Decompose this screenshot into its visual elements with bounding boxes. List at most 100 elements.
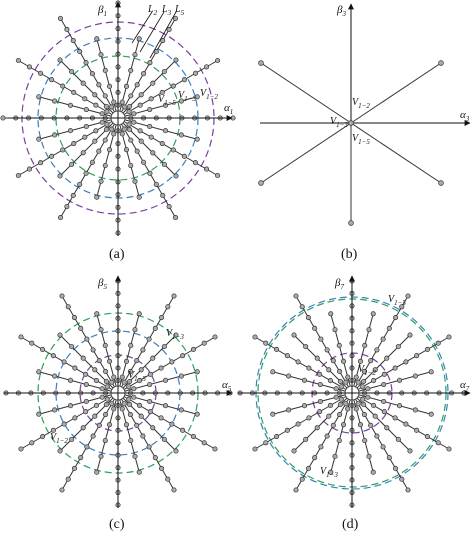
spoke-line — [330, 392, 353, 473]
spoke-line — [351, 392, 432, 415]
vector-node — [141, 159, 147, 165]
x-axis-label: α7 — [460, 379, 470, 393]
vector-node — [96, 358, 102, 364]
vector-node — [137, 128, 143, 134]
spoke-line — [96, 38, 119, 119]
vector-node — [99, 111, 105, 117]
vector-node — [291, 332, 297, 338]
spoke-line — [59, 117, 119, 177]
vector-node — [106, 358, 113, 364]
y-axis-label: β7 — [334, 277, 344, 291]
vector-node — [138, 413, 144, 419]
vector-label-v15: V1−5 — [128, 370, 146, 383]
vector-node — [15, 172, 21, 179]
vector-node — [361, 368, 367, 374]
vector-node — [336, 342, 342, 349]
vector-node — [96, 422, 102, 428]
vector-node — [52, 132, 58, 138]
vector-node — [128, 437, 134, 444]
vector-node — [147, 60, 153, 66]
vector-node — [138, 92, 144, 98]
vector-node — [412, 407, 418, 413]
spoke-line — [117, 392, 216, 450]
vector-node — [165, 304, 171, 310]
vector-node — [215, 57, 221, 64]
vector-node — [147, 123, 153, 130]
vector-node — [284, 427, 290, 433]
leader-line-l3 — [139, 11, 165, 53]
vector-node — [181, 153, 187, 159]
vector-node — [203, 64, 210, 70]
vector-node — [57, 332, 63, 338]
vector-node — [201, 440, 207, 446]
spoke-line — [20, 392, 119, 450]
vector-node — [171, 487, 177, 493]
vector-node — [136, 469, 142, 475]
vector-node — [52, 373, 58, 379]
spoke-line — [254, 336, 353, 394]
vector-node — [345, 374, 351, 380]
vector-node — [372, 413, 378, 419]
vector-node — [137, 378, 143, 384]
spoke-line — [60, 18, 119, 119]
vector-node — [83, 409, 89, 415]
vector-node — [258, 60, 264, 66]
vector-node — [270, 369, 276, 375]
spoke-line — [61, 295, 119, 394]
vector-node — [136, 36, 142, 42]
vector-node — [83, 371, 89, 377]
vector-line — [350, 122, 442, 184]
y-axis-label: β1 — [97, 4, 107, 18]
vector-node — [83, 106, 89, 113]
vector-node — [324, 347, 330, 353]
vector-node — [111, 131, 117, 137]
vector-node — [40, 434, 46, 440]
vector-label-v13: V1−3 — [330, 116, 348, 129]
vector-node — [159, 315, 165, 321]
spoke-line — [351, 371, 432, 394]
vector-node — [173, 173, 179, 179]
vector-node — [172, 215, 179, 221]
vector-node — [96, 82, 102, 88]
vector-node — [160, 192, 166, 199]
vector-node — [318, 444, 324, 450]
vector-node — [119, 374, 125, 380]
vector-node — [180, 427, 186, 433]
vector-node — [57, 448, 63, 454]
vector-node — [424, 346, 430, 352]
vector-node — [137, 102, 143, 108]
vector-node — [162, 102, 169, 108]
vector-node — [136, 194, 142, 200]
vector-node — [412, 373, 418, 379]
vector-node — [98, 327, 104, 333]
vector-node — [102, 137, 108, 143]
vector-node — [428, 369, 434, 375]
vector-node — [37, 70, 44, 76]
vector-node — [72, 415, 78, 421]
vector-node — [127, 412, 133, 418]
vector-node — [312, 325, 318, 331]
vector-node — [50, 353, 56, 359]
vector-node — [128, 162, 134, 169]
vector-node — [336, 437, 342, 444]
vector-node — [192, 70, 199, 76]
vector-node — [109, 401, 115, 407]
vector-node — [126, 396, 132, 402]
vector-label-v12: V1−2 — [50, 432, 68, 445]
vector-node — [83, 60, 89, 66]
vector-node — [18, 446, 24, 452]
vector-node — [70, 192, 76, 199]
vector-node — [381, 371, 387, 377]
vector-node — [192, 160, 199, 166]
vector-node — [194, 369, 200, 375]
spoke-line — [61, 392, 119, 491]
vector-node — [392, 365, 398, 371]
vector-node — [126, 384, 132, 390]
spoke-line — [351, 295, 409, 394]
vector-node — [161, 436, 167, 442]
vector-node — [94, 311, 100, 317]
vector-node — [435, 440, 441, 446]
vector-node — [293, 487, 299, 493]
vector-node — [36, 369, 42, 375]
vector-node — [178, 407, 184, 413]
